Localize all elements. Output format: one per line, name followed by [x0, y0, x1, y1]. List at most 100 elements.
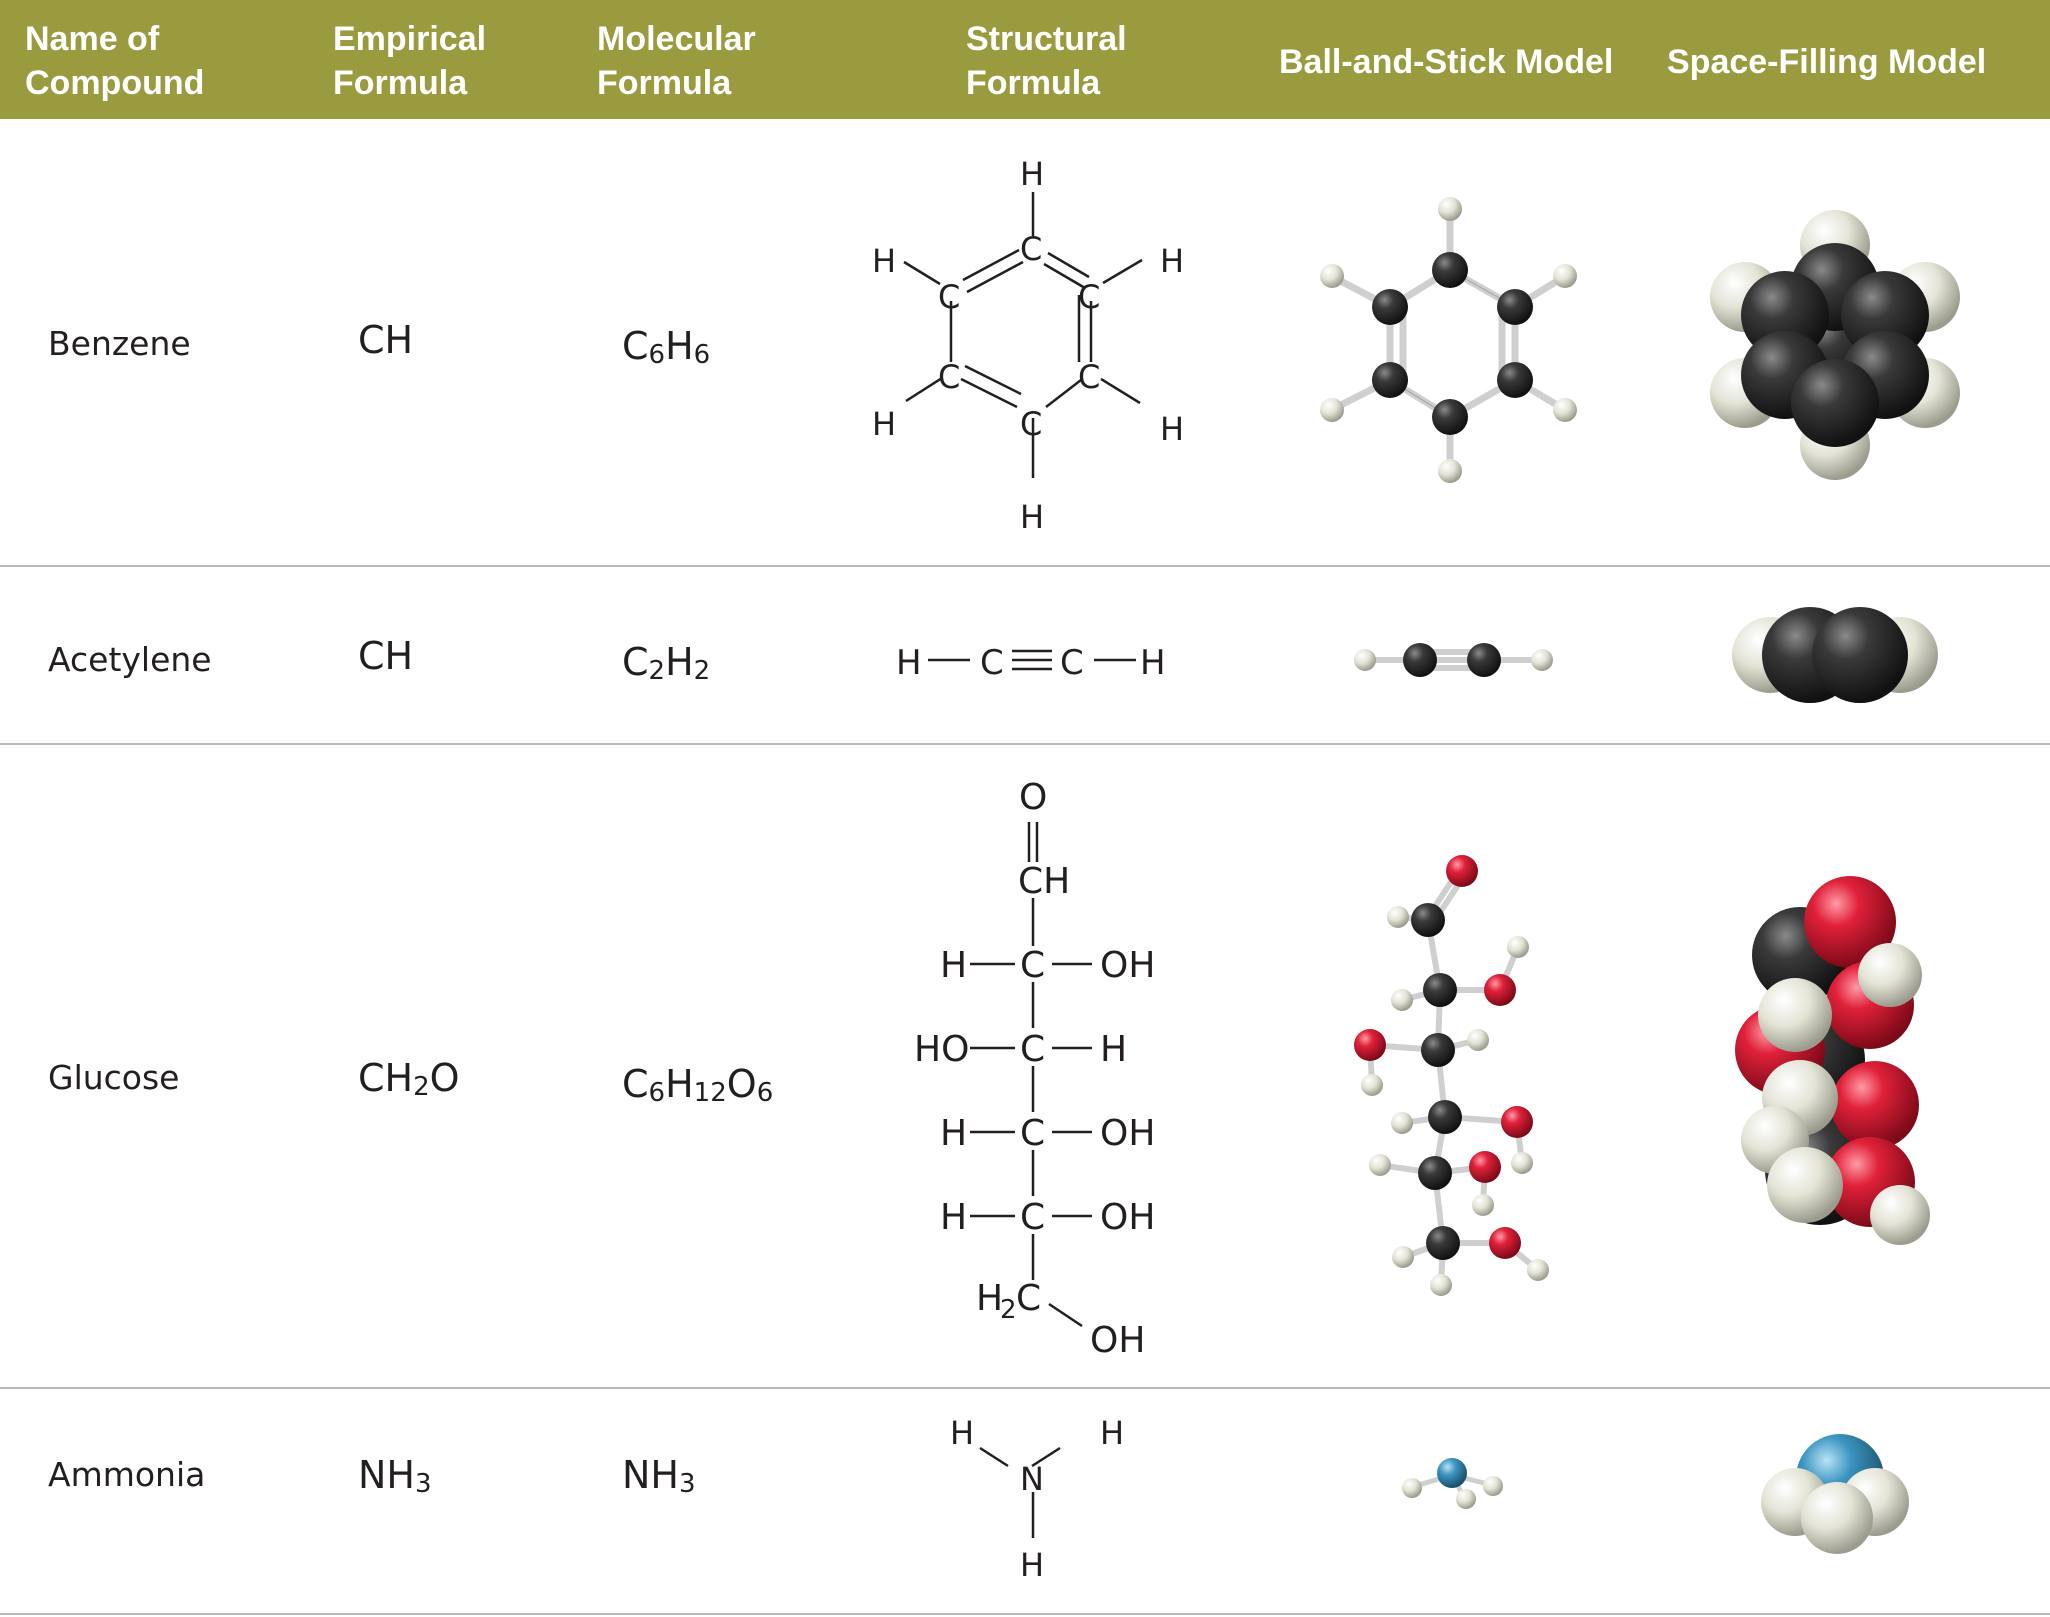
structural-formula-acetylene: H C C H — [896, 643, 1166, 683]
atom-o: O — [1019, 777, 1047, 818]
structural-formula-benzene: H C C C C C C H H H H H — [872, 155, 1184, 536]
ball-and-stick-benzene — [1320, 197, 1577, 483]
formula-subscript: 6 — [648, 340, 666, 370]
atom-hydrogen — [1438, 459, 1462, 483]
header-structural-formula: Structural Formula — [966, 17, 1127, 105]
atom-hydrogen — [1758, 978, 1832, 1052]
atom-hydrogen — [1531, 649, 1553, 671]
atom-oxygen — [1354, 1029, 1386, 1061]
header-text: Name of — [25, 20, 160, 58]
atom-carbon — [1421, 1033, 1455, 1067]
formula-subscript: 2 — [693, 656, 711, 686]
atom-hydrogen — [1553, 264, 1577, 288]
atom-hydrogen — [1870, 1185, 1930, 1245]
atom-h: H — [940, 1197, 967, 1238]
atom-hydrogen — [1392, 1246, 1414, 1268]
header-text: Space-Filling Model — [1667, 43, 1987, 81]
atom-hydrogen — [1527, 1259, 1549, 1281]
compound-name-glucose: Glucose — [48, 1058, 180, 1097]
atom-hydrogen — [1391, 989, 1413, 1011]
formula-text: H — [665, 324, 694, 368]
header-text: Molecular — [597, 20, 756, 58]
formula-subscript: 12 — [693, 1078, 727, 1108]
atom-h: H — [872, 405, 896, 443]
row-divider — [0, 1613, 2050, 1615]
atom-oxygen — [1484, 974, 1516, 1006]
atom-oxygen — [1501, 1106, 1533, 1138]
header-name-of-compound: Name of Compound — [25, 17, 204, 105]
atom-hydrogen — [1858, 943, 1922, 1007]
formula-text: O — [429, 1056, 460, 1100]
atom-c: C — [1020, 405, 1042, 443]
atom-c: C — [1020, 1113, 1045, 1154]
atom-carbon — [1403, 643, 1437, 677]
formula-text: H — [665, 640, 694, 684]
atom-h: H — [1140, 643, 1166, 683]
atom-hydrogen — [1369, 1154, 1391, 1176]
formula-text: C — [622, 324, 649, 368]
atom-oxygen — [1446, 855, 1478, 887]
atom-h: H — [1020, 1546, 1044, 1584]
atom-ho: HO — [914, 1029, 969, 1070]
atom-hydrogen — [1483, 1476, 1503, 1496]
atom-hydrogen — [1553, 398, 1577, 422]
atom-h: H — [1100, 1029, 1127, 1070]
atom-carbon — [1418, 1156, 1452, 1190]
atom-c: C — [938, 358, 960, 396]
atom-carbon — [1372, 362, 1408, 398]
atom-hydrogen — [1801, 1482, 1873, 1554]
atom-carbon — [1411, 903, 1445, 937]
atom-hydrogen — [1320, 398, 1344, 422]
row-divider — [0, 565, 2050, 567]
formula-text: C — [622, 1062, 649, 1106]
space-filling-acetylene — [1732, 607, 1938, 703]
atom-hydrogen — [1511, 1152, 1533, 1174]
atom-oh: OH — [1090, 1320, 1145, 1361]
molecular-formula-acetylene: C2H2 — [622, 640, 710, 684]
formula-subscript: 6 — [648, 1078, 666, 1108]
formula-text: NH — [622, 1453, 679, 1497]
atom-h: H — [1100, 1414, 1124, 1452]
atom-oh: OH — [1100, 945, 1155, 986]
atom-carbon — [1432, 399, 1468, 435]
header-text: Formula — [333, 64, 468, 102]
atom-oxygen — [1804, 876, 1896, 968]
formula-text: CH — [358, 634, 414, 678]
formula-text: H — [665, 1062, 694, 1106]
header-text: Structural — [966, 20, 1127, 58]
atom-carbon — [1497, 289, 1533, 325]
atom-nitrogen — [1437, 1458, 1467, 1488]
compound-name-acetylene: Acetylene — [48, 640, 212, 679]
structural-formula-glucose: O CH H C OH HO C H H C OH H C OH H 2 C O… — [914, 777, 1155, 1361]
atom-c: C — [1078, 278, 1100, 316]
atom-carbon — [1426, 1226, 1460, 1260]
atom-subscript: 2 — [1000, 1295, 1017, 1325]
header-ball-and-stick-model: Ball-and-Stick Model — [1279, 40, 1613, 84]
atom-ch: CH — [1018, 861, 1070, 902]
atom-h: H — [896, 643, 922, 683]
atom-hydrogen — [1361, 1074, 1383, 1096]
atom-h: H — [976, 1278, 1003, 1319]
atom-carbon — [1432, 252, 1468, 288]
atom-hydrogen — [1354, 649, 1376, 671]
atom-h: H — [940, 945, 967, 986]
atom-carbon — [1791, 359, 1879, 447]
atom-h: H — [1160, 242, 1184, 280]
atom-h: H — [950, 1414, 974, 1452]
atom-hydrogen — [1767, 1147, 1843, 1223]
atom-c: C — [1016, 1278, 1041, 1319]
table-header — [0, 0, 2050, 119]
ball-and-stick-acetylene — [1354, 643, 1553, 677]
structural-formula-ammonia: H N H H — [950, 1414, 1124, 1584]
space-filling-benzene — [1710, 210, 1960, 480]
atom-hydrogen — [1387, 906, 1409, 928]
atom-hydrogen — [1467, 1029, 1489, 1051]
formula-text: O — [726, 1062, 757, 1106]
empirical-formula-glucose: CH2O — [358, 1056, 460, 1100]
formula-subscript: 6 — [693, 340, 711, 370]
atom-hydrogen — [1456, 1489, 1476, 1509]
empirical-formula-ammonia: NH3 — [358, 1455, 432, 1497]
atom-carbon — [1467, 643, 1501, 677]
space-filling-ammonia — [1761, 1434, 1909, 1554]
atom-h: H — [1160, 410, 1184, 448]
